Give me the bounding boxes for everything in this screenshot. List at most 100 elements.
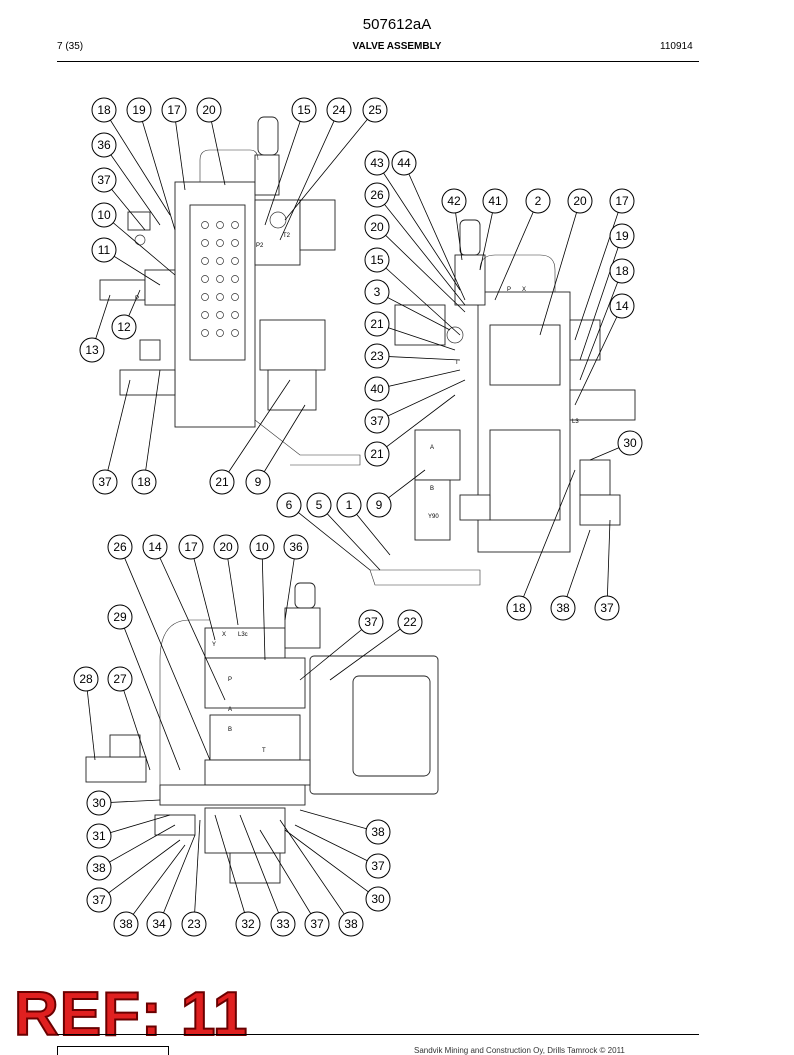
leader-line <box>579 235 623 361</box>
callout-number: 6 <box>286 498 293 512</box>
leader-line <box>518 469 576 609</box>
leader-line <box>119 616 181 771</box>
callout-30: 30 <box>365 886 391 912</box>
port-label: P <box>228 677 232 683</box>
leader-line <box>158 834 196 925</box>
leader-line <box>103 214 176 276</box>
callout-22: 22 <box>397 609 423 635</box>
callout-number: 2 <box>535 194 542 208</box>
leader-line <box>284 109 376 221</box>
port-label: A <box>430 445 434 451</box>
callout-number: 36 <box>289 540 303 554</box>
callout-36: 36 <box>91 132 117 158</box>
callout-13: 13 <box>79 337 105 363</box>
callout-40: 40 <box>364 376 390 402</box>
leader-line <box>376 394 456 455</box>
footer-copyright: Sandvik Mining and Construction Oy, Dril… <box>414 1046 625 1055</box>
side-block <box>394 304 446 346</box>
callout-number: 3 <box>374 285 381 299</box>
plug-hole <box>201 311 209 319</box>
callout-number: 18 <box>97 103 111 117</box>
callout-15: 15 <box>291 97 317 123</box>
port-label: T2 <box>283 233 291 239</box>
callout-38: 38 <box>365 819 391 845</box>
callout-19: 19 <box>609 223 635 249</box>
plug-hole <box>231 257 239 265</box>
callout-number: 26 <box>113 540 127 554</box>
callout-number: 28 <box>79 672 93 686</box>
leader-line <box>376 355 461 361</box>
callout-number: 17 <box>184 540 198 554</box>
callout-26: 26 <box>107 534 133 560</box>
callout-34: 34 <box>146 911 172 937</box>
callout-number: 24 <box>332 103 346 117</box>
callout-14: 14 <box>609 293 635 319</box>
solenoid-actuator <box>85 756 147 783</box>
top-solenoid <box>459 219 481 256</box>
callout-37: 37 <box>365 853 391 879</box>
callout-number: 32 <box>241 917 255 931</box>
plug-hole <box>216 329 224 337</box>
callout-number: 14 <box>615 299 629 313</box>
port-label: Y <box>212 642 216 648</box>
pipe-loop <box>199 149 259 182</box>
callout-number: 37 <box>600 601 614 615</box>
leader-line <box>574 200 623 341</box>
leader-line <box>539 200 581 336</box>
port-label: L3 <box>572 419 579 425</box>
callout-number: 38 <box>556 601 570 615</box>
leader-line <box>138 109 176 231</box>
plug-hole <box>231 221 239 229</box>
port-label: X <box>222 632 226 638</box>
footer-rule <box>57 1034 699 1035</box>
callout-number: 27 <box>113 672 127 686</box>
valve-body <box>267 369 317 411</box>
outlet-adapter <box>569 389 636 421</box>
callout-number: 40 <box>370 382 384 396</box>
leader-line <box>376 194 466 306</box>
callout-3: 3 <box>364 279 390 305</box>
leader-line <box>154 546 226 701</box>
callout-2: 2 <box>525 188 551 214</box>
leader-line <box>279 819 352 925</box>
leader-line <box>214 814 249 925</box>
port-fitting-right <box>446 326 464 344</box>
callout-number: 17 <box>167 103 181 117</box>
callout-38: 38 <box>86 855 112 881</box>
leader-line <box>294 824 379 867</box>
callout-number: 43 <box>370 156 384 170</box>
callout-number: 18 <box>615 264 629 278</box>
leader-line <box>221 379 291 483</box>
callout-number: 15 <box>297 103 311 117</box>
valve-block-2 <box>209 714 301 761</box>
callout-number: 10 <box>255 540 269 554</box>
leader-line <box>376 323 456 351</box>
callout-9: 9 <box>366 492 392 518</box>
leader-line <box>143 369 161 483</box>
callout-number: 19 <box>132 103 146 117</box>
callout-number: 37 <box>370 414 384 428</box>
leader-line <box>574 305 623 406</box>
callout-number: 1 <box>346 498 353 512</box>
port-label: L3c <box>238 632 248 638</box>
leader-line <box>376 369 461 390</box>
callout-number: 25 <box>368 103 382 117</box>
leader-line <box>288 504 371 571</box>
port-label: P <box>135 296 139 302</box>
callout-5: 5 <box>306 492 332 518</box>
callout-43: 43 <box>364 150 390 176</box>
leader-line <box>257 404 306 483</box>
leader-line <box>208 109 226 186</box>
callout-number: 21 <box>370 447 384 461</box>
plug-hole <box>201 239 209 247</box>
bottom-view <box>85 582 439 884</box>
leader-line <box>104 379 131 483</box>
leader-line <box>239 814 284 925</box>
callout-number: 11 <box>98 243 111 257</box>
callout-9: 9 <box>245 469 271 495</box>
leader-line <box>98 839 181 901</box>
port-fitting <box>269 211 287 229</box>
actuator-coil <box>109 734 141 758</box>
callout-number: 21 <box>215 475 229 489</box>
